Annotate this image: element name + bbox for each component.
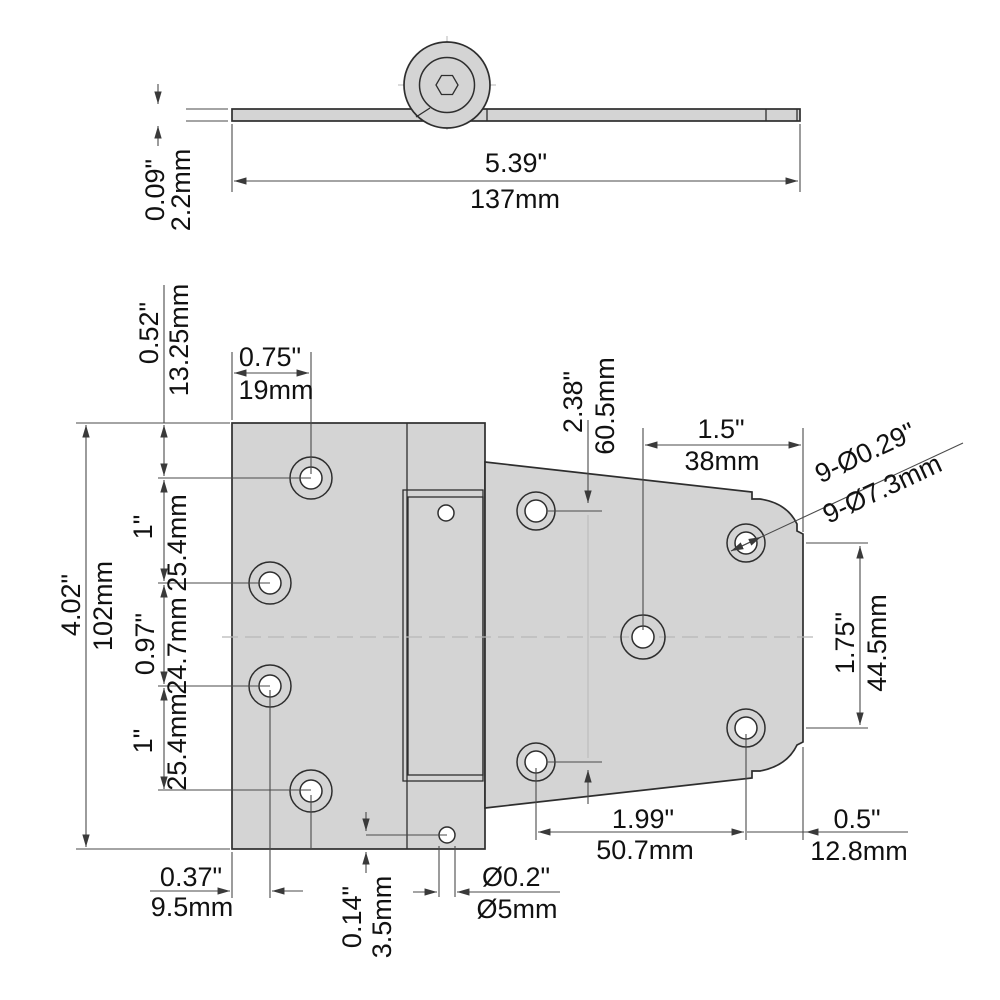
dim-pin-offset-mm: 3.5mm	[367, 876, 397, 959]
dim-last-hole-to-tip: 0.5" 12.8mm	[747, 747, 908, 866]
dim-pin-hole-offset: 0.14" 3.5mm	[337, 812, 447, 958]
hex-socket-icon	[435, 74, 459, 96]
dim-tip-mm: 38mm	[684, 446, 759, 476]
dim-hole-pitch-chain: 0.52" 13.25mm 1" 25.4mm 0.97" 24.7mm 1" …	[128, 284, 311, 791]
dim-strap-holes-vertical: 2.38" 60.5mm	[548, 357, 620, 804]
dim-pitch2-in: 0.97"	[130, 613, 160, 675]
dim-edge-holes-in: 0.37"	[160, 862, 222, 892]
dim-pitch3-mm: 25.4mm	[162, 693, 192, 791]
dim-pitch3-in: 1"	[128, 729, 158, 754]
dim-side-thickness-in: 0.09"	[140, 159, 170, 221]
side-view: 5.39" 137mm 0.09" 2.2mm	[140, 36, 801, 232]
dim-pin-dia-in: Ø0.2"	[482, 862, 550, 892]
pin-hole-top	[437, 504, 455, 522]
dim-strapv-mm: 60.5mm	[590, 357, 620, 455]
dim-edge-holes-mm: 9.5mm	[151, 892, 234, 922]
dim-pin-dia-mm: Ø5mm	[477, 894, 558, 924]
dim-strapv-in: 2.38"	[558, 371, 588, 433]
dim-overall-height-mm: 102mm	[88, 561, 118, 651]
dim-top-offset-in: 0.52"	[134, 302, 164, 364]
dim-side-length-in: 5.39"	[485, 148, 547, 178]
plate-screw-holes	[248, 456, 333, 813]
barrel-outer	[403, 41, 491, 129]
dim-tip-holes-vertical: 1.75" 44.5mm	[806, 542, 892, 729]
dim-plate-hole-inset: 0.75" 19mm	[231, 342, 314, 474]
dim-straph-in: 1.99"	[612, 804, 674, 834]
side-view-leaf-bar	[231, 108, 801, 122]
dim-edge-to-holes: 0.37" 9.5mm	[150, 690, 312, 922]
dim-side-length-mm: 137mm	[470, 184, 560, 214]
knuckle-slot-inner	[407, 496, 484, 776]
dim-lasthole-mm: 12.8mm	[810, 836, 908, 866]
dim-straph-mm: 50.7mm	[596, 835, 694, 865]
dim-tipv-in: 1.75"	[830, 612, 860, 674]
dim-side-thickness-mm: 2.2mm	[166, 149, 196, 232]
dim-tipv-mm: 44.5mm	[862, 594, 892, 692]
dim-pitch1-mm: 25.4mm	[162, 494, 192, 592]
dim-inset-mm: 19mm	[238, 375, 313, 405]
dim-center-hole-to-tip: 1.5" 38mm	[642, 414, 804, 630]
barrel-pin-boss	[418, 56, 476, 114]
dim-overall-height-in: 4.02"	[56, 574, 86, 636]
dim-lasthole-in: 0.5"	[833, 804, 880, 834]
dim-pitch2-mm: 24.7mm	[162, 597, 192, 695]
front-view: 4.02" 102mm 0.52" 13.25mm 1" 25.4mm 0.97…	[56, 284, 964, 958]
dim-pin-hole-diameter: Ø0.2" Ø5mm	[413, 846, 560, 924]
dim-inset-in: 0.75"	[239, 342, 301, 372]
dim-pin-offset-in: 0.14"	[337, 886, 367, 948]
dim-tip-in: 1.5"	[697, 414, 744, 444]
dim-pitch1-in: 1"	[128, 515, 158, 540]
dim-top-offset-mm: 13.25mm	[164, 284, 194, 397]
dim-overall-height: 4.02" 102mm	[56, 422, 230, 850]
dim-strap-holes-horizontal: 1.99" 50.7mm	[535, 734, 747, 865]
